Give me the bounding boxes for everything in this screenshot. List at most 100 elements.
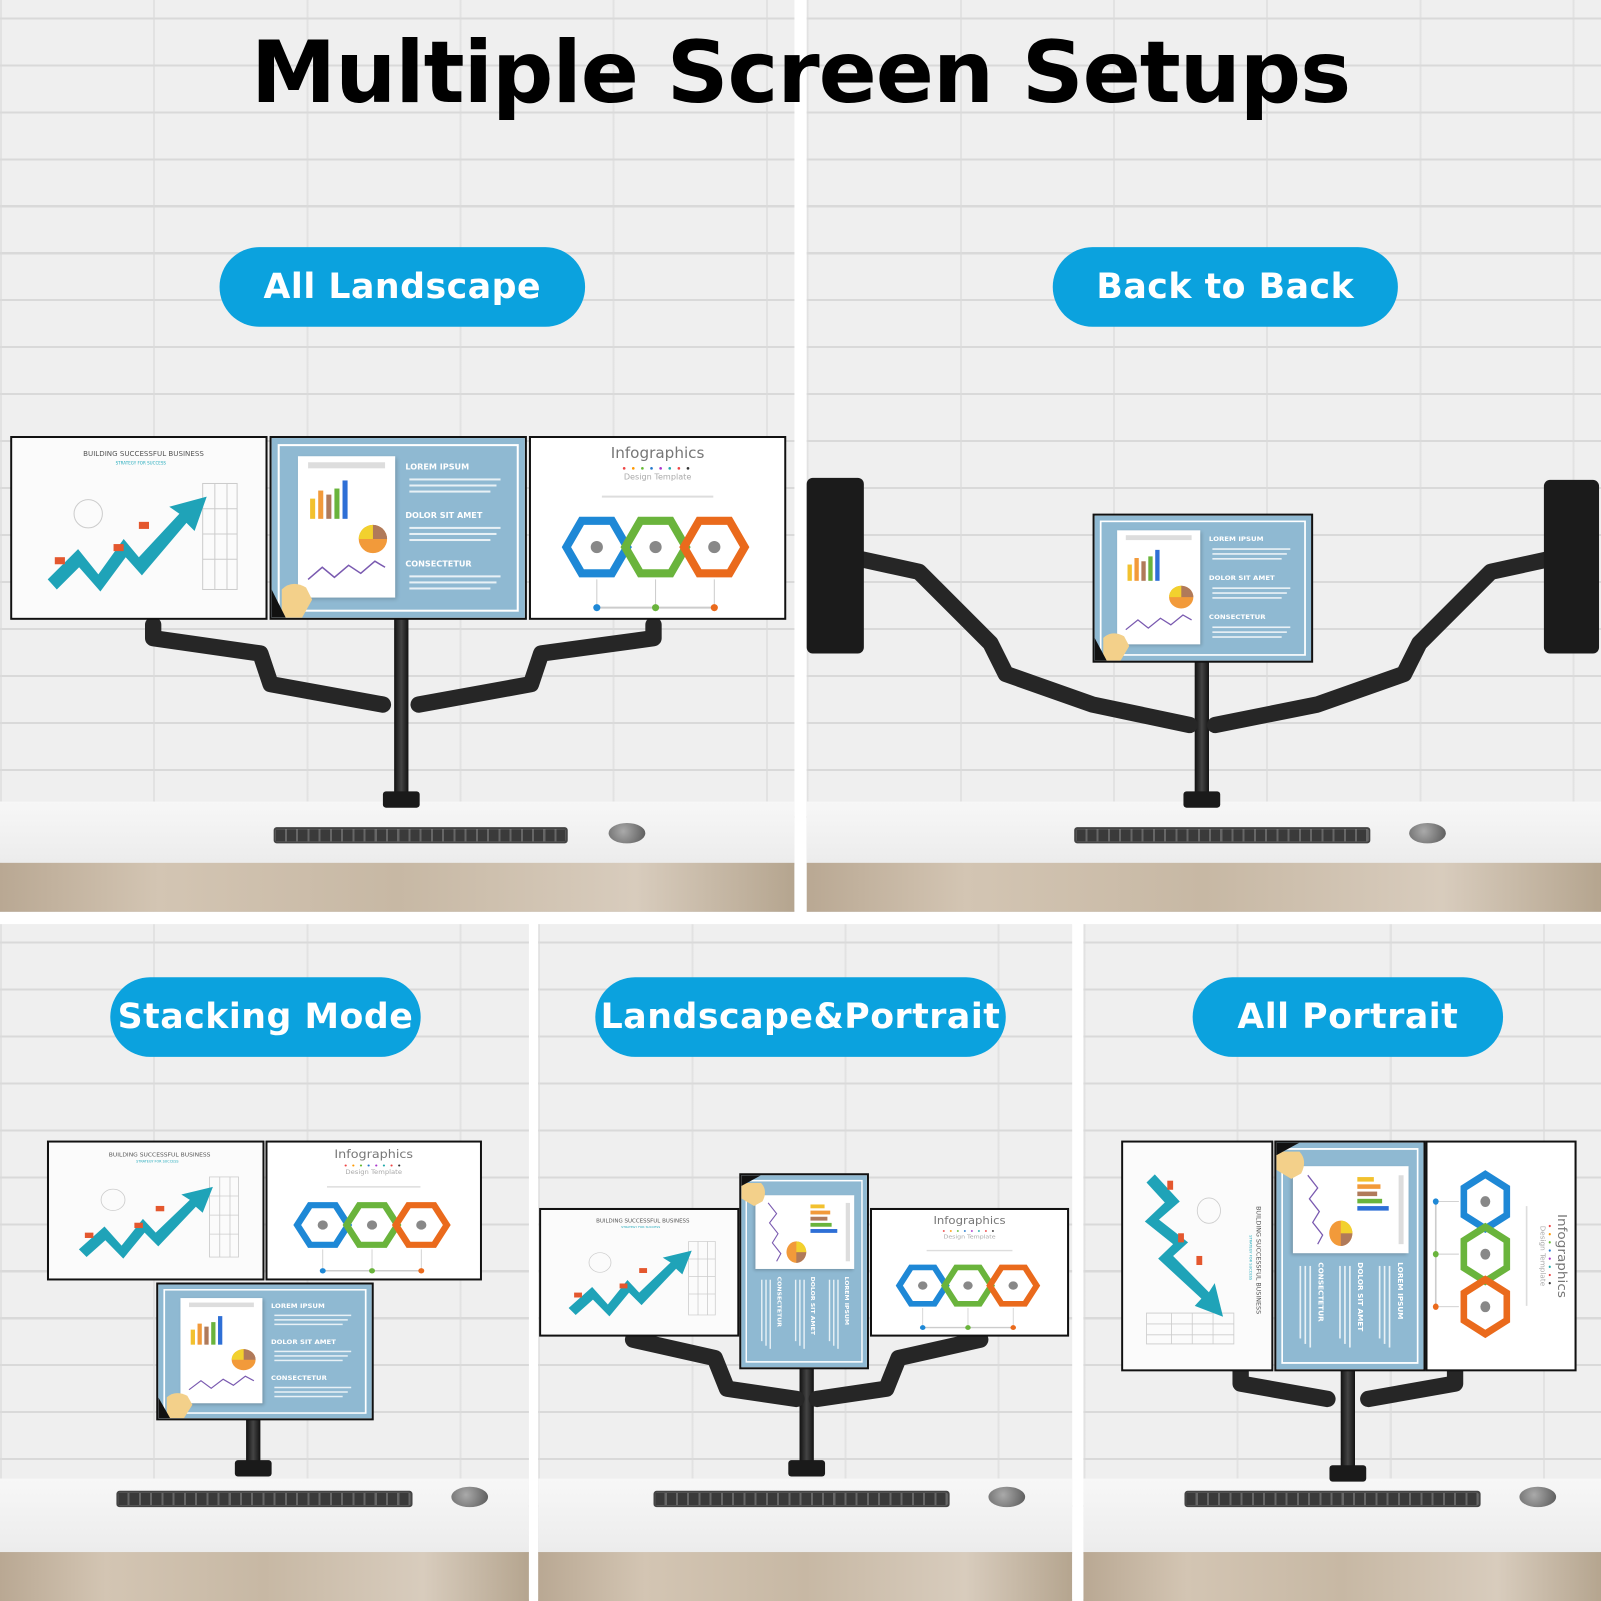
report-chart-icon — [158, 1302, 352, 1419]
monitor-info: Infographics Design Template — [1425, 1140, 1577, 1372]
screen-heading: Infographics — [933, 1214, 1006, 1227]
hexagon-icons — [895, 1230, 1041, 1331]
hexagon-icons — [1432, 1170, 1551, 1339]
floor — [0, 1552, 529, 1601]
report-chart-icon — [271, 462, 501, 618]
monitor-info: Infographics Design Template — [869, 1207, 1070, 1337]
report-item: DOLOR SIT AMET — [809, 1276, 817, 1336]
report-screen-content: LOREM IPSUM DOLOR SIT AMET CONSECTETUR — [158, 1284, 372, 1419]
screen-subheading: STRATEGY FOR SUCCESS — [115, 460, 166, 466]
report-item: CONSECTETUR — [405, 559, 472, 569]
screen-heading: BUILDING SUCCESSFUL BUSINESS — [108, 1151, 211, 1158]
page-title: Multiple Screen Setups — [250, 22, 1351, 123]
mode-label: All Portrait — [1192, 977, 1504, 1057]
floor — [806, 862, 1601, 912]
monitor-back — [806, 477, 864, 654]
screen-subheading: Design Template — [345, 1168, 403, 1176]
monitor-screen: LOREM IPSUM DOLOR SIT AMET CONSECTETUR — [158, 1284, 372, 1419]
report-item: DOLOR SIT AMET — [405, 510, 483, 520]
screen-subheading: Design Template — [943, 1233, 996, 1241]
hexagon-icons — [293, 1164, 451, 1274]
keyboard — [653, 1490, 950, 1508]
floor — [0, 862, 795, 912]
monitor-report: LOREM IPSUM DOLOR SIT AMET CONSECTETUR — [1092, 513, 1314, 663]
monitor-business: BUILDING SUCCESSFUL BUSINESS STRATEGY FO… — [1121, 1140, 1274, 1372]
desk-clamp — [1329, 1465, 1367, 1482]
monitor-business: BUILDING SUCCESSFUL BUSINESS STRATEGY FO… — [10, 436, 268, 620]
mount-pole — [1194, 653, 1209, 802]
desk-clamp — [382, 791, 420, 808]
keyboard — [273, 827, 568, 844]
screen-heading: BUILDING SUCCESSFUL BUSINESS — [83, 450, 204, 459]
report-screen-content: LOREM IPSUM DOLOR SIT AMET CONSECTETUR — [1276, 1142, 1424, 1370]
report-item: DOLOR SIT AMET — [1208, 574, 1275, 582]
monitor-business: BUILDING SUCCESSFUL BUSINESS STRATEGY FO… — [539, 1207, 740, 1337]
hexagon-icons — [561, 467, 750, 612]
screen-heading: Infographics — [610, 444, 705, 463]
mode-label: Back to Back — [1052, 247, 1398, 327]
report-item: CONSECTETUR — [1208, 613, 1266, 621]
report-item: LOREM IPSUM — [1396, 1262, 1404, 1320]
report-screen-content: LOREM IPSUM DOLOR SIT AMET CONSECTETUR — [1094, 515, 1312, 661]
report-item: CONSECTETUR — [775, 1276, 783, 1327]
mode-label: Landscape&Portrait — [595, 977, 1006, 1057]
mouse — [451, 1486, 489, 1508]
mount-pole — [1340, 1368, 1355, 1476]
monitor-screen: Infographics Design Template — [1427, 1142, 1575, 1370]
desk-clamp — [234, 1460, 272, 1477]
report-item: LOREM IPSUM — [270, 1302, 325, 1310]
mouse — [988, 1486, 1026, 1508]
mode-label: Stacking Mode — [110, 977, 421, 1057]
screen-subheading: Design Template — [623, 472, 692, 482]
mount-pole — [799, 1358, 814, 1471]
keyboard — [1184, 1490, 1481, 1508]
floor — [538, 1552, 1073, 1601]
monitor-screen: BUILDING SUCCESSFUL BUSINESS STRATEGY FO… — [1123, 1142, 1272, 1370]
monitor-screen: LOREM IPSUM DOLOR SIT AMET CONSECTETUR — [1276, 1142, 1424, 1370]
screen-subheading: STRATEGY FOR SUCCESS — [136, 1159, 179, 1164]
report-item: LOREM IPSUM — [1208, 535, 1264, 543]
monitor-screen: LOREM IPSUM DOLOR SIT AMET CONSECTETUR — [271, 438, 525, 618]
monitor-screen: BUILDING SUCCESSFUL BUSINESS STRATEGY FO… — [541, 1210, 738, 1335]
report-chart-icon — [1276, 1142, 1404, 1348]
mouse — [1409, 823, 1446, 844]
mouse — [1519, 1486, 1557, 1508]
monitor-screen: Infographics Design Template — [872, 1210, 1068, 1335]
report-chart-icon — [741, 1175, 850, 1349]
monitor-screen: BUILDING SUCCESSFUL BUSINESS STRATEGY FO… — [12, 438, 266, 618]
monitor-report: LOREM IPSUM DOLOR SIT AMET CONSECTETUR — [1274, 1140, 1426, 1372]
report-item: CONSECTETUR — [1316, 1262, 1325, 1322]
monitor-screen: Infographics Design Template — [267, 1142, 480, 1279]
report-chart-icon — [1094, 535, 1291, 661]
monitor-screen: LOREM IPSUM DOLOR SIT AMET CONSECTETUR — [741, 1175, 867, 1368]
screen-heading: BUILDING SUCCESSFUL BUSINESS — [596, 1218, 690, 1225]
business-screen-content: BUILDING SUCCESSFUL BUSINESS STRATEGY FO… — [12, 438, 266, 618]
report-item: LOREM IPSUM — [843, 1276, 850, 1326]
infographics-screen-content: Infographics Design Template — [872, 1210, 1068, 1335]
monitor-back — [1543, 479, 1600, 654]
keyboard — [116, 1490, 413, 1508]
screen-subheading: STRATEGY FOR SUCCESS — [621, 1225, 661, 1229]
mount-pole — [394, 612, 409, 802]
monitor-report: LOREM IPSUM DOLOR SIT AMET CONSECTETUR — [156, 1282, 374, 1421]
report-item: CONSECTETUR — [270, 1374, 327, 1382]
growth-arrow-icon — [47, 482, 238, 592]
desk-clamp — [1183, 791, 1221, 808]
mouse — [608, 823, 646, 844]
mount-pole — [246, 1414, 261, 1471]
desk-clamp — [788, 1460, 826, 1477]
monitor-screen: LOREM IPSUM DOLOR SIT AMET CONSECTETUR — [1094, 515, 1312, 661]
floor — [1083, 1552, 1601, 1601]
infographics-screen-content: Infographics Design Template — [530, 438, 785, 618]
business-screen-content: BUILDING SUCCESSFUL BUSINESS STRATEGY FO… — [49, 1142, 263, 1279]
monitor-report: LOREM IPSUM DOLOR SIT AMET CONSECTETUR — [739, 1173, 869, 1370]
infographics-screen-content: Infographics Design Template — [1427, 1142, 1575, 1370]
business-screen-content: BUILDING SUCCESSFUL BUSINESS STRATEGY FO… — [1123, 1142, 1272, 1370]
monitor-screen: Infographics Design Template — [530, 438, 785, 618]
report-item: DOLOR SIT AMET — [1356, 1262, 1364, 1332]
monitor-screen: BUILDING SUCCESSFUL BUSINESS STRATEGY FO… — [49, 1142, 263, 1279]
